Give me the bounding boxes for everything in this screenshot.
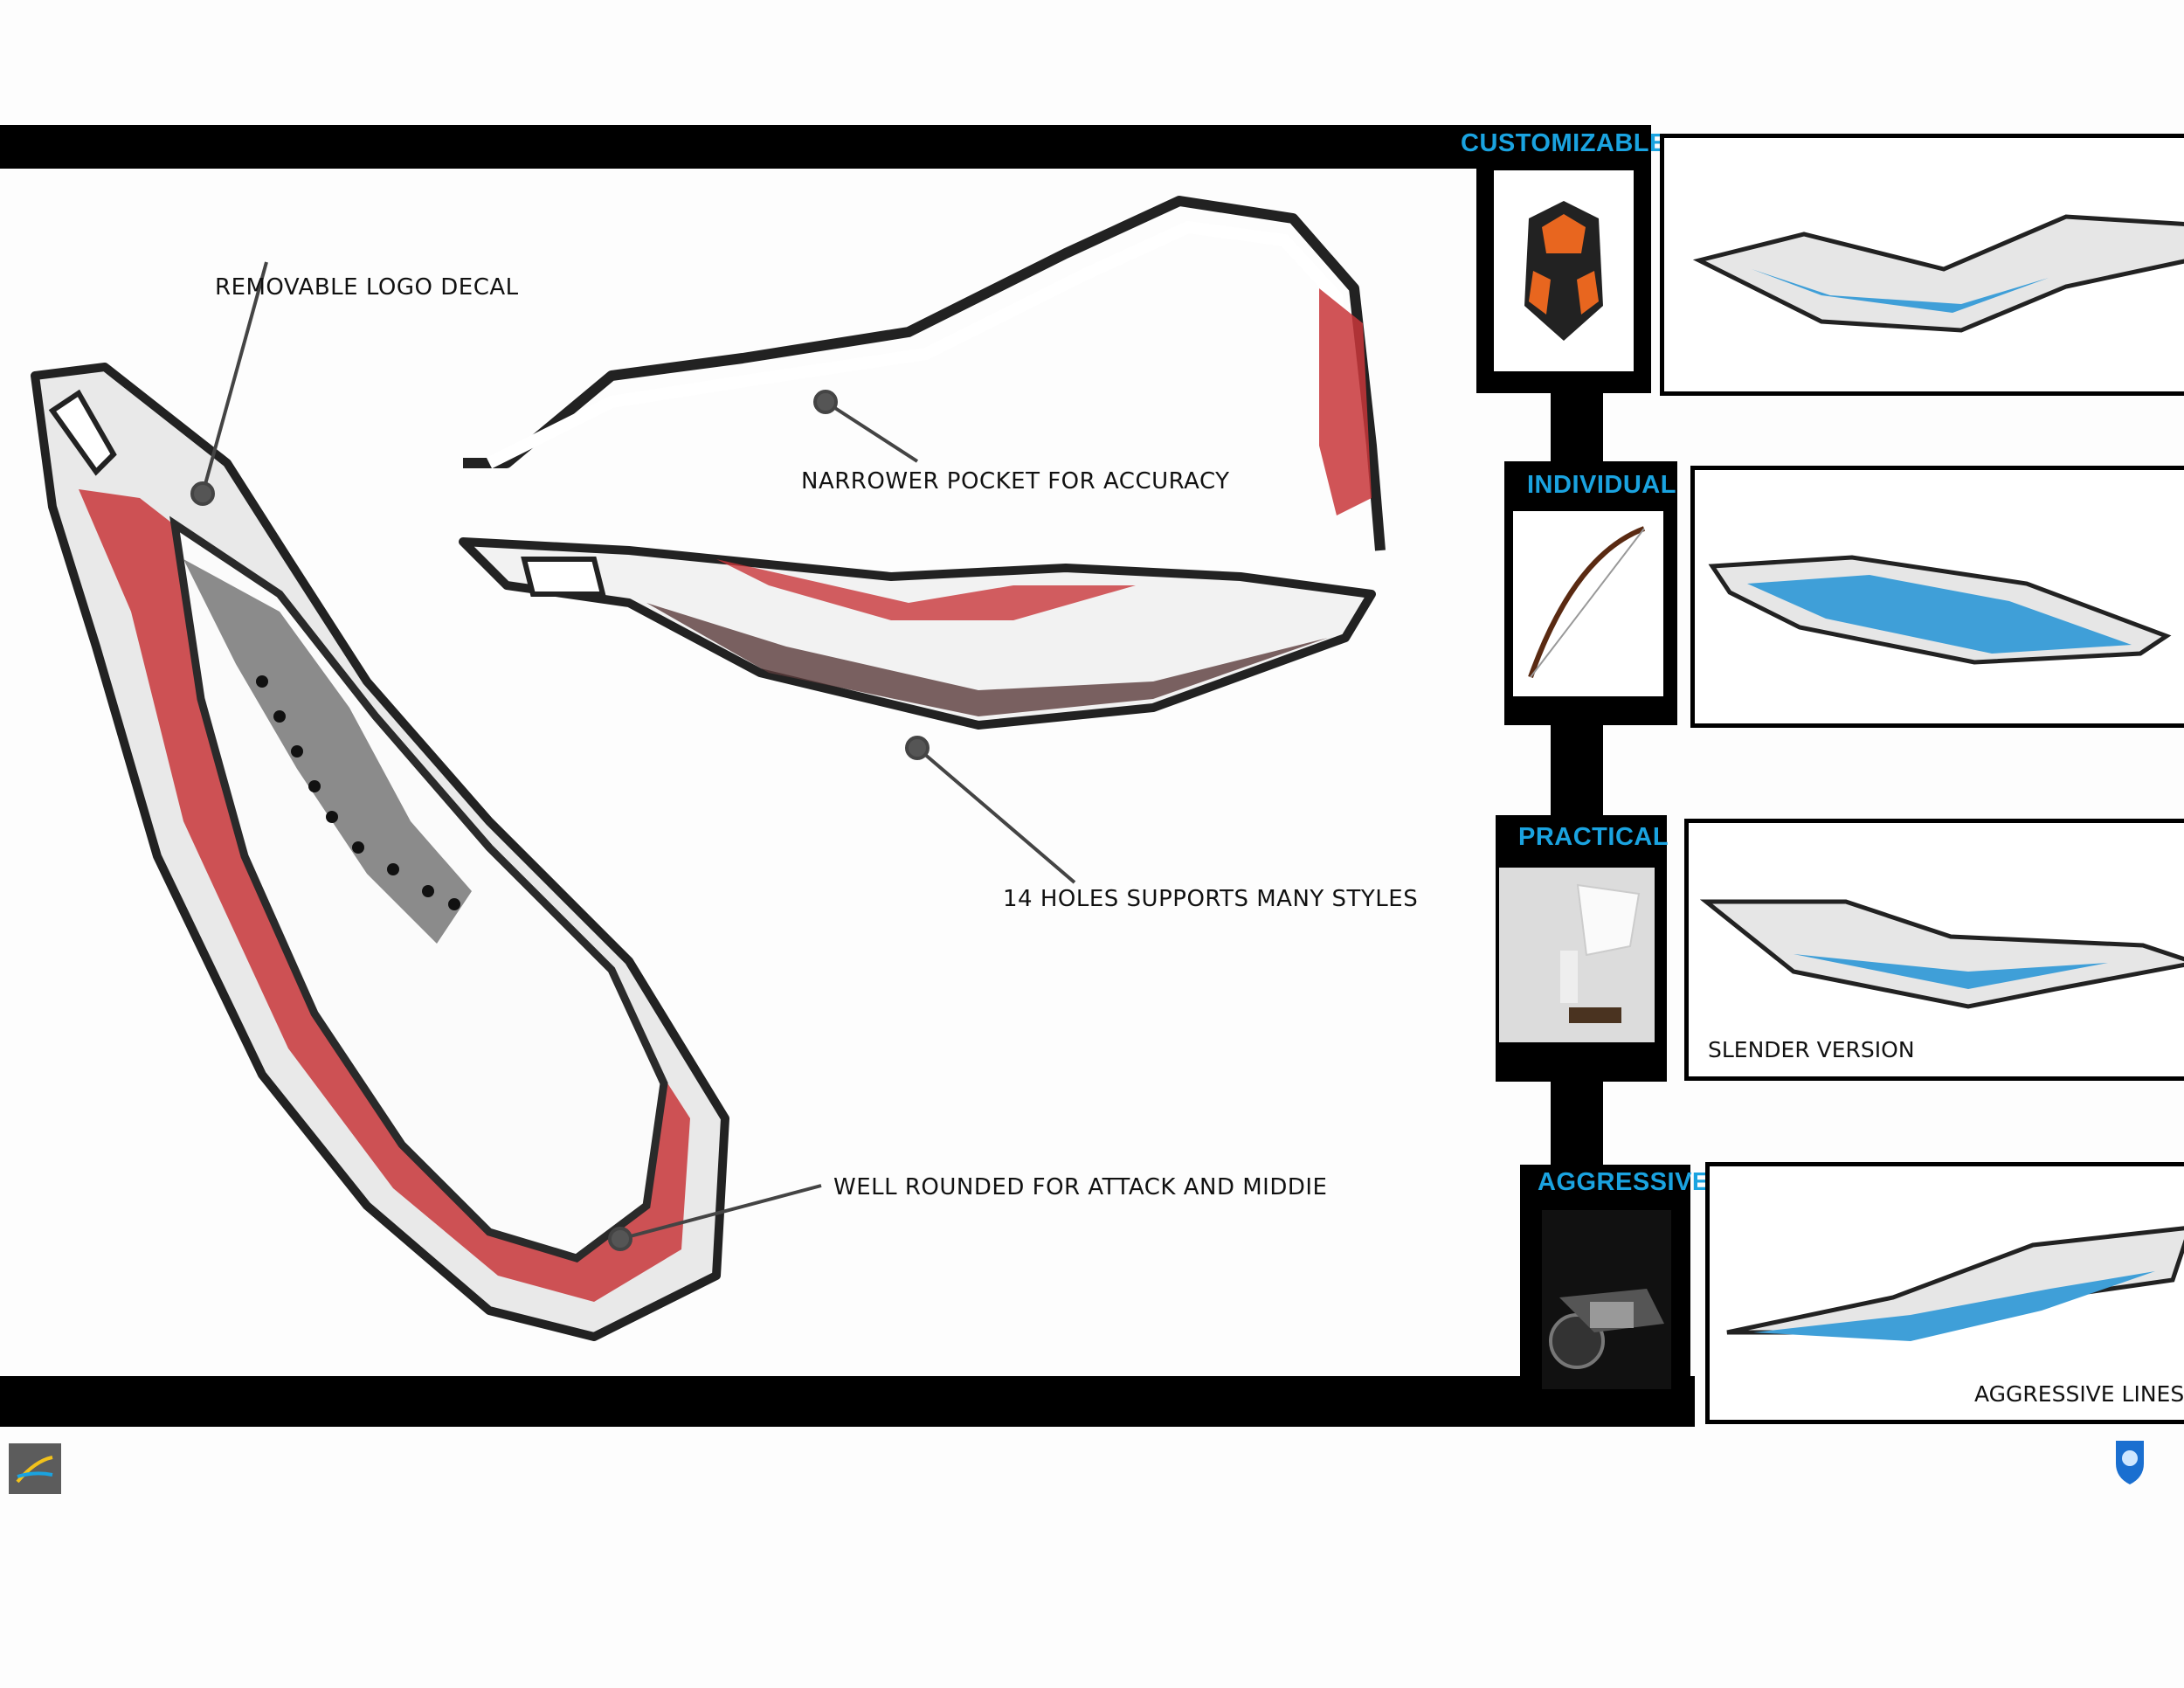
motorcycle-icon (1549, 1289, 1664, 1369)
customizable-mouse-photo (1494, 170, 1634, 371)
frame-bottom-band (0, 1376, 1695, 1427)
practical-dustpan-photo (1499, 868, 1655, 1042)
gaming-mouse-icon (1524, 201, 1603, 341)
aggressive-motorcycle-photo (1542, 1210, 1671, 1389)
callout-logo-decal: REMOVABLE LOGO DECAL (215, 274, 519, 301)
frame-connector-3 (1551, 1079, 1603, 1166)
lacrosse-head-side-sketch (459, 196, 1386, 730)
variant-panel-slender: SLENDER VERSION (1684, 819, 2184, 1081)
brand-logo-left (9, 1443, 61, 1494)
callout-lines (190, 261, 1076, 1251)
callout-holes: 14 HOLES SUPPORTS MANY STYLES (1003, 886, 1419, 912)
lacrosse-head-front-sketch (31, 363, 729, 1341)
frame-top-band (0, 125, 1651, 169)
aggressive-lines-label: AGGRESSIVE LINES (1974, 1381, 2184, 1407)
variant-panel-customizable (1660, 134, 2184, 396)
attribute-title-aggressive: AGGRESSIVE (1538, 1168, 1710, 1196)
attribute-title-individual: INDIVIDUAL (1527, 471, 1676, 499)
frame-connector-1 (1551, 389, 1603, 472)
variant-panel-aggressive: AGGRESSIVE LINES (1705, 1162, 2184, 1424)
attribute-title-customizable: CUSTOMIZABLE (1461, 129, 1667, 157)
variant-head-sketch-1 (1692, 214, 2184, 333)
callout-narrow-pocket: NARROWER POCKET FOR ACCURACY (801, 468, 1230, 495)
variant-head-sketch-3 (1699, 899, 2184, 1009)
archery-bow-icon (1528, 526, 1646, 679)
shield-icon (2116, 1441, 2144, 1484)
individual-bow-photo (1513, 511, 1663, 696)
dustpan-and-brush-icon (1560, 883, 1641, 1023)
frame-connector-2 (1551, 725, 1603, 821)
variant-head-sketch-2 (1708, 555, 2172, 665)
shield-logo-right (2112, 1437, 2147, 1486)
variant-panel-individual (1690, 466, 2184, 728)
attribute-title-practical: PRACTICAL (1518, 823, 1669, 851)
variant-head-sketch-4 (1726, 1226, 2184, 1341)
callout-well-rounded: WELL ROUNDED FOR ATTACK AND MIDDIE (833, 1174, 1328, 1200)
brand-mark-icon (16, 1456, 53, 1484)
slender-version-label: SLENDER VERSION (1708, 1037, 1915, 1062)
